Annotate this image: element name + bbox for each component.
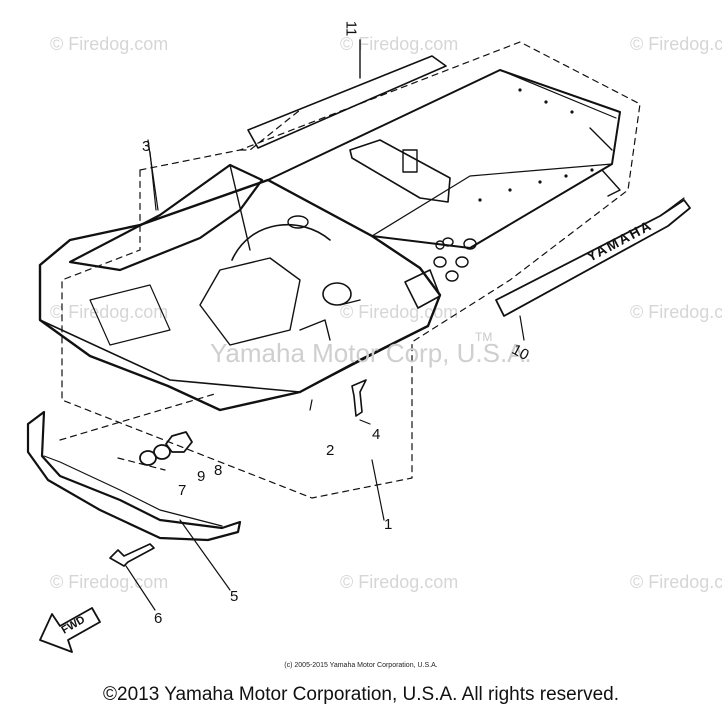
- part-6-bolt: [109, 543, 155, 567]
- assembly-outline: [61, 41, 641, 499]
- dashed-leader-1: [59, 392, 219, 441]
- fwd-lettering: FWD: [60, 614, 88, 637]
- decal-lettering: YAMAHA: [584, 217, 655, 265]
- tunnel-deck: [267, 69, 621, 249]
- trademark-mark: TM: [475, 330, 493, 344]
- callout-9: 9: [197, 468, 206, 485]
- part-5-guard: [26, 410, 242, 542]
- footer-copyright: ©2013 Yamaha Motor Corporation, U.S.A. A…: [103, 684, 619, 705]
- part-11-strip: [247, 55, 447, 149]
- watermark-bottom-center: © Firedog.com: [340, 572, 459, 592]
- watermark-mid-left: © Firedog.com: [50, 302, 169, 322]
- watermark-mid-right: © Firedog.com: [630, 302, 722, 322]
- fwd-arrow-icon: [39, 607, 101, 653]
- part-8-nut: [165, 431, 193, 453]
- callout-7: 7: [178, 482, 187, 499]
- watermark-mid-center: © Firedog.com: [340, 302, 459, 322]
- dashed-leader-3: [239, 109, 301, 151]
- part-3-seat: [68, 163, 264, 272]
- watermark-top-center: © Firedog.com: [340, 34, 459, 54]
- callout-11: 11: [342, 20, 360, 37]
- callout-2: 2: [326, 442, 335, 459]
- callout-4: 4: [372, 426, 381, 443]
- watermark-top-left: © Firedog.com: [50, 34, 169, 54]
- callout-6: 6: [154, 610, 163, 627]
- diagram-watermark: Yamaha Motor Corp, U.S.A.: [210, 338, 532, 368]
- callout-3: 3: [142, 138, 151, 155]
- small-copyright: (c) 2005-2015 Yamaha Motor Corporation, …: [284, 662, 438, 669]
- callout-1: 1: [384, 516, 393, 533]
- part-9-grommet: [153, 444, 171, 460]
- part-4-clip: [351, 379, 367, 417]
- dashed-leader-2: [117, 457, 166, 471]
- callout-8: 8: [214, 462, 223, 479]
- callout-5: 5: [230, 588, 239, 605]
- watermark-bottom-left: © Firedog.com: [50, 572, 169, 592]
- watermark-bottom-right: © Firedog.com: [630, 572, 722, 592]
- watermark-top-right: © Firedog.com: [630, 34, 722, 54]
- part-7-washer: [139, 450, 157, 466]
- part-2-cover: [38, 178, 442, 412]
